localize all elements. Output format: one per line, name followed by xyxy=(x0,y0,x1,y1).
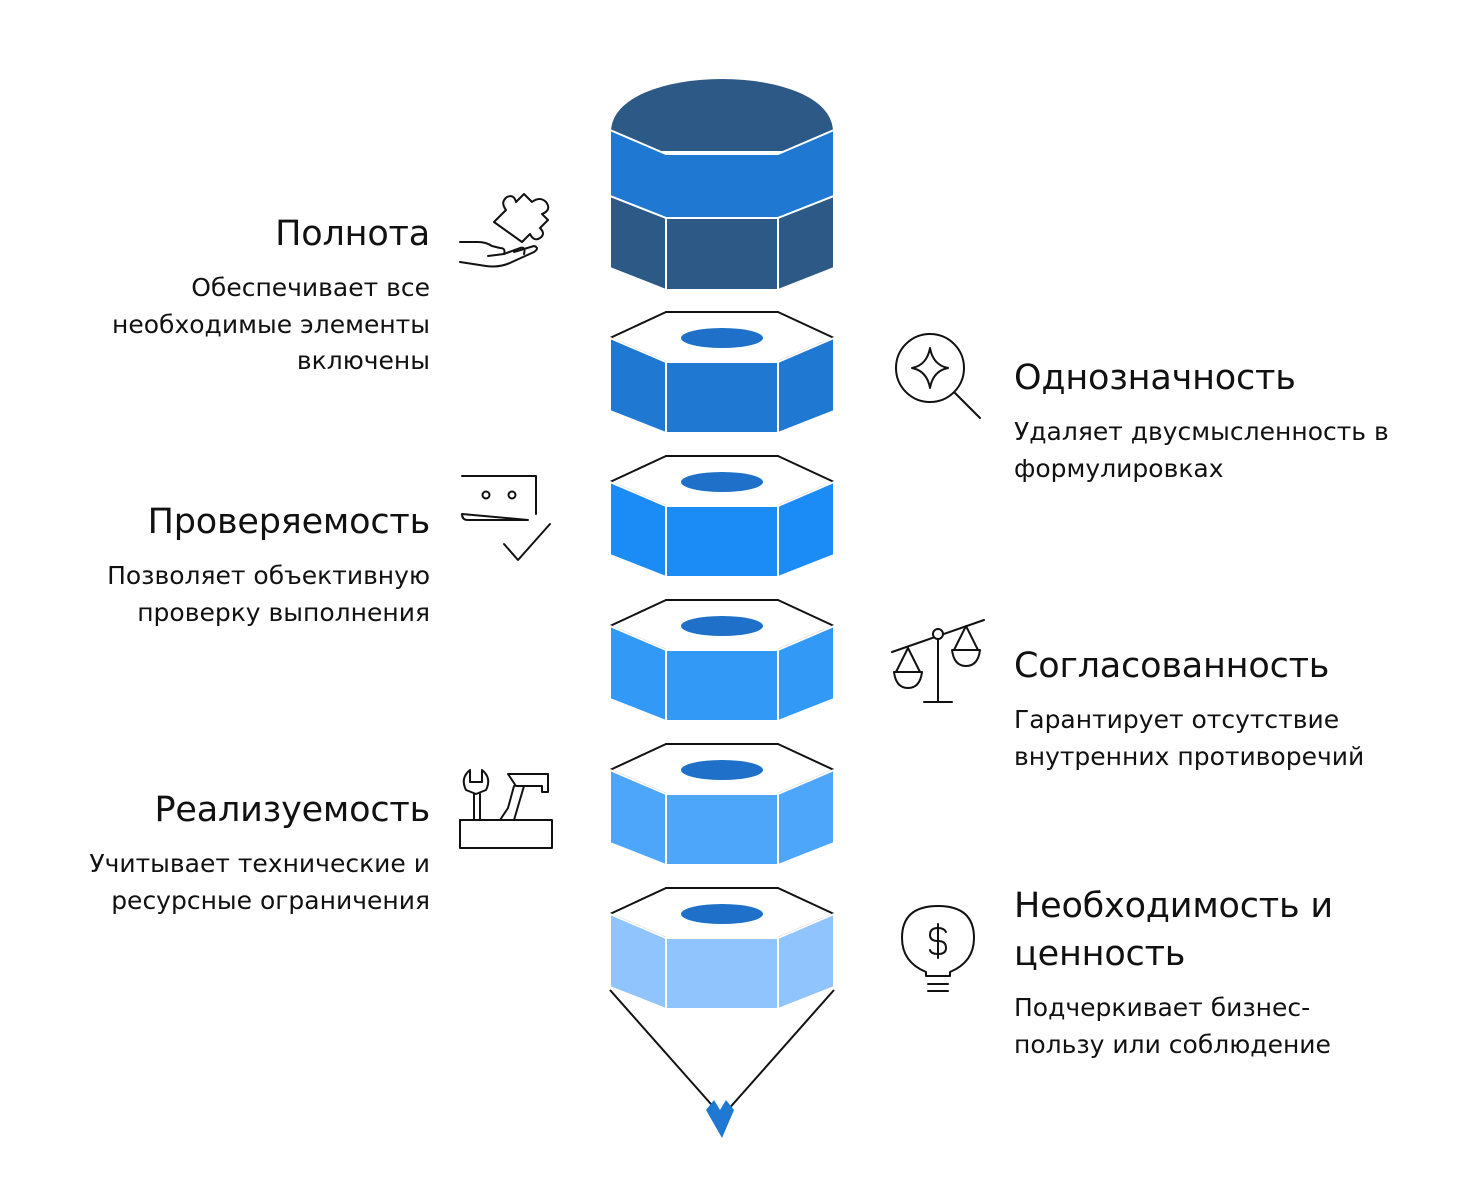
item-description: Обеспечивает все необходимые элементы вк… xyxy=(112,270,430,380)
description-line: Подчеркивает бизнес- xyxy=(1014,993,1311,1022)
description-line: Учитывает технические и xyxy=(89,849,430,878)
description-line: Позволяет объективную xyxy=(107,561,430,590)
segment-side-right xyxy=(777,768,835,867)
description-line: необходимые элементы xyxy=(112,309,430,339)
tip-line-right xyxy=(725,989,835,1113)
item-description: Учитывает технические и ресурсные ограни… xyxy=(89,846,430,919)
description-line: пользу или соблюдение xyxy=(1014,1029,1331,1059)
description-line: внутренних противоречий xyxy=(1014,741,1365,771)
segment-side-center xyxy=(665,505,779,578)
description-line: Обеспечивает все xyxy=(191,273,430,302)
segment-core-hole xyxy=(681,472,763,492)
hand-puzzle-icon xyxy=(459,193,550,268)
pencil-cap xyxy=(609,77,835,292)
segment-side-right xyxy=(777,480,835,579)
chat-check-icon xyxy=(461,475,551,561)
segment-side-center xyxy=(665,361,779,434)
description-line: включены xyxy=(296,346,430,375)
tip-point xyxy=(706,1100,734,1138)
item-description: Гарантирует отсутствие внутренних против… xyxy=(1014,702,1364,775)
pencil-segment xyxy=(609,599,835,723)
pencil-tip xyxy=(609,989,835,1138)
segment-core-hole xyxy=(681,328,763,348)
pencil-segment xyxy=(609,887,835,1011)
magnifier-sparkle-icon xyxy=(895,333,981,419)
description-line: Гарантирует отсутствие xyxy=(1014,705,1340,734)
item-verifiability: Проверяемость Позволяет объективную пров… xyxy=(107,498,430,631)
segment-side-right xyxy=(777,624,835,723)
description-line: ресурсные ограничения xyxy=(111,885,430,915)
item-title: Проверяемость xyxy=(147,502,431,542)
segment-side-center xyxy=(665,649,779,722)
segment-core-hole xyxy=(681,904,763,924)
item-description: Удаляет двусмысленность в формулировках xyxy=(1014,414,1389,487)
tip-line-left xyxy=(609,989,719,1113)
segment-side-right xyxy=(777,912,835,1011)
segment-side-center xyxy=(665,793,779,866)
dollar-bulb-icon xyxy=(901,905,975,992)
item-necessity-value: Необходимость и ценность Подчеркивает би… xyxy=(1014,882,1333,1063)
item-title: Реализуемость xyxy=(154,790,430,830)
item-feasibility: Реализуемость Учитывает технические и ре… xyxy=(89,786,430,919)
segment-side-right xyxy=(777,336,835,435)
segment-core-hole xyxy=(681,616,763,636)
cap-body-right xyxy=(777,194,835,292)
item-title: Полнота xyxy=(275,214,430,254)
pencil-segment xyxy=(609,743,835,867)
item-consistency: Согласованность Гарантирует отсутствие в… xyxy=(1014,642,1364,775)
cap-body-center xyxy=(665,217,779,291)
segment-core-hole xyxy=(681,760,763,780)
title-line: ценность xyxy=(1014,934,1186,974)
description-line: проверку выполнения xyxy=(137,597,430,627)
toolbox-icon xyxy=(459,769,553,849)
pencil-segment xyxy=(609,311,835,435)
item-completeness: Полнота Обеспечивает все необходимые эле… xyxy=(112,210,430,380)
item-description: Подчеркивает бизнес- пользу или соблюден… xyxy=(1014,990,1333,1063)
description-line: Удаляет двусмысленность в xyxy=(1014,417,1389,446)
item-title: Необходимость и ценность xyxy=(1014,882,1333,978)
segment-side-center xyxy=(665,937,779,1010)
item-unambiguity: Однозначность Удаляет двусмысленность в … xyxy=(1014,354,1389,487)
item-description: Позволяет объективную проверку выполнени… xyxy=(107,558,430,631)
title-line: Необходимость и xyxy=(1014,886,1333,926)
item-title: Согласованность xyxy=(1014,646,1330,686)
item-title: Однозначность xyxy=(1014,358,1296,398)
pencil-segment xyxy=(609,455,835,579)
eraser-dome xyxy=(609,77,835,153)
balance-scale-icon xyxy=(891,619,985,703)
description-line: формулировках xyxy=(1014,453,1224,483)
